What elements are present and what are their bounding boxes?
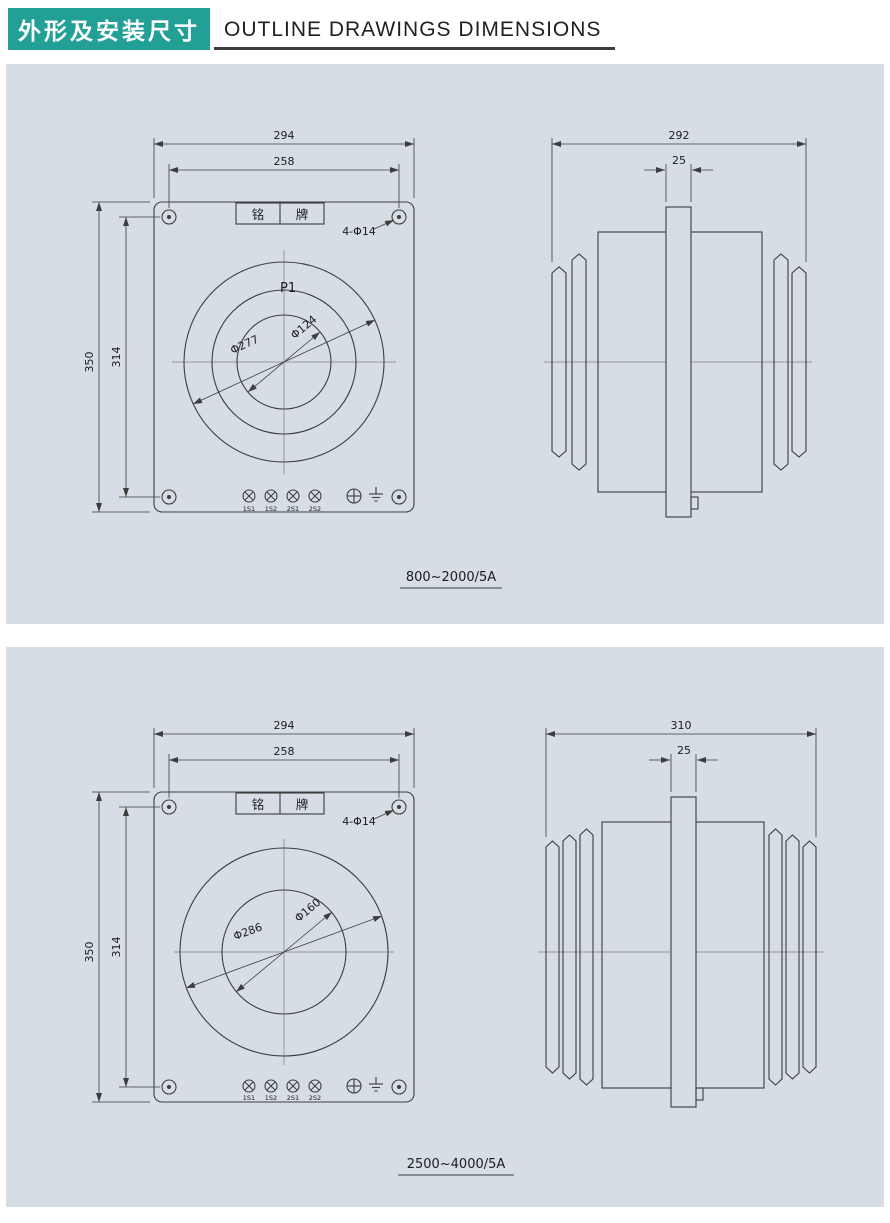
nameplate: 铭 牌	[235, 202, 325, 225]
page-header: 外形及安装尺寸 OUTLINE DRAWINGS DIMENSIONS	[0, 0, 890, 50]
right-pleats	[773, 253, 807, 471]
earth-bolt-icon	[346, 488, 362, 504]
dim-350-label: 350	[83, 352, 96, 373]
terminal-1s1-label: 1S1	[243, 505, 255, 513]
dimension-side-overall: 292	[551, 129, 807, 262]
dimension-top-inner: 258	[168, 745, 400, 798]
dim-258-label: 258	[274, 745, 295, 758]
dim-25-label: 25	[677, 744, 691, 757]
terminal-2s2-label: 2S2	[309, 1094, 321, 1102]
holes-4xd14-label: 4-Φ14	[342, 225, 376, 238]
front-view-drawing: 铭 牌 P1 Φ277 Φ124	[83, 129, 415, 513]
mounting-holes	[161, 799, 407, 1095]
dia-inner-label: Φ124	[288, 313, 319, 342]
dim-310-label: 310	[671, 719, 692, 732]
title-english: OUTLINE DRAWINGS DIMENSIONS	[214, 8, 616, 50]
caption-2500-4000: 2500~4000/5A	[398, 1157, 514, 1176]
left-pleats	[545, 828, 594, 1086]
terminal-2s1-label: 2S1	[287, 1094, 299, 1102]
terminal-1s2-label: 1S2	[265, 1094, 277, 1102]
dimension-busbar-width: 25	[644, 154, 713, 202]
dimension-busbar-width: 25	[649, 744, 718, 792]
dim-314-label: 314	[110, 937, 123, 958]
right-pleats	[768, 828, 817, 1086]
busbar-lug	[690, 496, 699, 510]
side-view-drawing: 310 25	[538, 719, 824, 1108]
panel-2500-4000: 铭 牌 Φ286 Φ160 294	[6, 647, 884, 1207]
busbar-lug	[695, 1087, 704, 1101]
dimension-left-inner: 314	[110, 806, 160, 1088]
dimension-top-outer: 294	[153, 129, 415, 198]
outline-drawing-800-2000: 铭 牌 P1 Φ277 Φ124	[83, 129, 812, 589]
nameplate-right-label: 牌	[296, 797, 309, 812]
dim-25-label: 25	[672, 154, 686, 167]
left-pleats	[551, 253, 587, 471]
terminal-1s1-label: 1S1	[243, 1094, 255, 1102]
outline-drawing-2500-4000: 铭 牌 Φ286 Φ160 294	[83, 719, 824, 1176]
dimension-left-inner: 314	[110, 216, 160, 498]
flange-outline	[153, 201, 415, 513]
earth-bolt-icon	[346, 1078, 362, 1094]
nameplate-right-label: 牌	[296, 207, 309, 222]
busbar	[670, 796, 697, 1108]
ground-symbol-icon	[369, 1077, 383, 1092]
nameplate-left-label: 铭	[252, 207, 265, 222]
dim-258-label: 258	[274, 155, 295, 168]
front-view-drawing: 铭 牌 Φ286 Φ160 294	[83, 719, 415, 1103]
hole-callout: 4-Φ14	[342, 809, 395, 828]
dim-350-label: 350	[83, 942, 96, 963]
hole-callout: 4-Φ14	[342, 219, 395, 238]
panel-800-2000: 铭 牌 P1 Φ277 Φ124	[6, 64, 884, 624]
terminal-1s2-label: 1S2	[265, 505, 277, 513]
secondary-terminals: 1S1 1S2 2S1 2S2	[242, 489, 322, 513]
dimension-left-outer: 350	[83, 791, 150, 1103]
dia-outer-label: Φ286	[232, 921, 264, 943]
winding-p1-label: P1	[280, 281, 296, 296]
nameplate: 铭 牌	[235, 792, 325, 815]
dimension-side-overall: 310	[545, 719, 817, 837]
nameplate-left-label: 铭	[252, 797, 265, 812]
holes-4xd14-label: 4-Φ14	[342, 815, 376, 828]
ground-symbol-icon	[369, 487, 383, 502]
caption-model-range: 800~2000/5A	[406, 570, 496, 585]
terminal-2s1-label: 2S1	[287, 505, 299, 513]
terminal-2s2-label: 2S2	[309, 505, 321, 513]
dim-294-label: 294	[274, 719, 295, 732]
mounting-holes	[161, 209, 407, 505]
dim-314-label: 314	[110, 347, 123, 368]
title-chinese: 外形及安装尺寸	[8, 8, 210, 50]
secondary-terminals: 1S1 1S2 2S1 2S2	[242, 1079, 322, 1102]
dimension-top-inner: 258	[168, 155, 400, 208]
busbar	[665, 206, 692, 518]
dim-292-label: 292	[669, 129, 690, 142]
dimension-left-outer: 350	[83, 201, 150, 513]
flange-outline	[153, 791, 415, 1103]
dimension-top-outer: 294	[153, 719, 415, 788]
caption-800-2000: 800~2000/5A	[400, 570, 502, 589]
dim-294-label: 294	[274, 129, 295, 142]
side-view-drawing: 292 25	[544, 129, 812, 518]
caption-model-range: 2500~4000/5A	[407, 1157, 506, 1172]
